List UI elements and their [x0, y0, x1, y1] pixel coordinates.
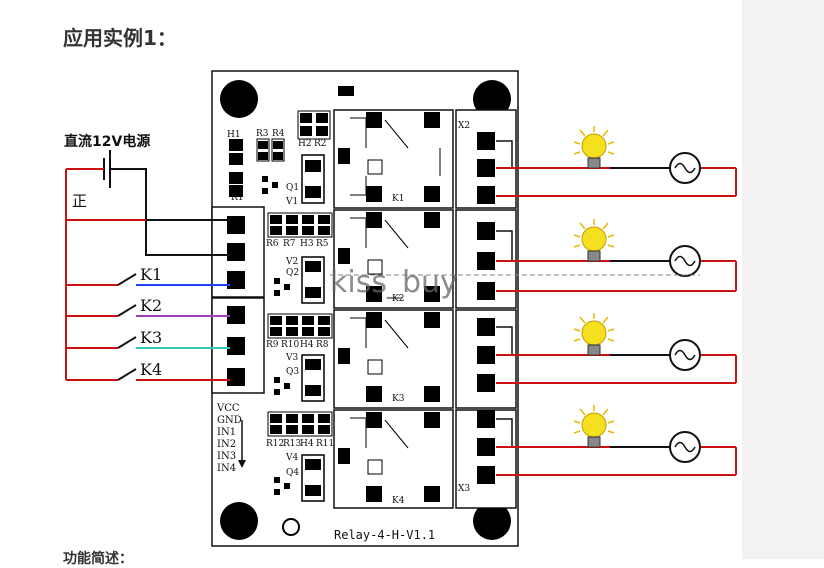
section-footer-text: 功能简述：: [63, 551, 133, 567]
label-v4: V4: [285, 453, 298, 463]
resistor-bank: [267, 313, 333, 339]
label-r5: R5: [316, 239, 329, 249]
label-q4: Q4: [286, 468, 299, 478]
label-r6: R6: [266, 239, 279, 249]
label-r11: R11: [316, 439, 334, 449]
light-bulb-icon: [573, 313, 615, 356]
pin-in2: IN2: [217, 439, 236, 450]
light-bulb-icon: [573, 219, 615, 262]
label-h3: H3: [300, 239, 314, 249]
label-v3: V3: [285, 353, 298, 363]
label-q2: Q2: [286, 268, 299, 278]
dc-power-wiring: [65, 150, 230, 381]
pin-gnd: GND: [217, 415, 242, 426]
ac-source-icon: [669, 339, 701, 371]
pin-in1: IN1: [217, 427, 236, 438]
label-v2: V2: [285, 257, 298, 267]
watermark-text: kiss_buy: [330, 265, 458, 300]
switch-label-k1: K1: [140, 265, 162, 284]
label-k2: K2: [392, 294, 404, 304]
mounting-hole: [473, 502, 511, 540]
label-v1: V1: [285, 197, 298, 207]
output-terminal: [455, 309, 517, 409]
board-name: Relay-4-H-V1.1: [334, 528, 435, 542]
pin-labels: VCC GND IN1 IN2 IN3 IN4: [216, 403, 242, 474]
label-k4: K4: [392, 496, 405, 506]
resistor-bank: [267, 212, 333, 238]
label-h4b: H4: [300, 439, 314, 449]
switch-k1: [117, 273, 230, 286]
board-silkscreen: H1 R3 R4 H2 R2 R1 Q1 V1 R6 R7 H3 R5 V2 Q…: [227, 121, 470, 506]
label-r3: R3: [256, 129, 269, 139]
switch-label-k2: K2: [140, 296, 162, 315]
page-gutter: [742, 0, 824, 559]
pin-in4: IN4: [217, 463, 236, 474]
switch-label-k3: K3: [140, 328, 162, 347]
label-r7: R7: [283, 239, 296, 249]
relay-k4: [333, 409, 454, 509]
label-r13: R13: [283, 439, 302, 449]
mounting-hole: [220, 502, 258, 540]
light-bulb-icon: [573, 405, 615, 448]
ac-source-icon: [669, 431, 701, 463]
relay-k3: [333, 309, 454, 409]
label-x2: X2: [458, 121, 470, 131]
label-r8: R8: [316, 340, 329, 350]
switch-k2: [117, 304, 230, 317]
label-k1: K1: [392, 194, 404, 204]
label-r4: R4: [272, 129, 285, 139]
label-x3: X3: [458, 484, 470, 494]
mounting-hole: [473, 80, 511, 118]
label-r9: R9: [266, 340, 279, 350]
output-terminal: [455, 109, 517, 209]
switch-label-k4: K4: [140, 360, 162, 379]
label-h2: H2: [298, 139, 312, 149]
resistor-bank: [267, 411, 333, 437]
relay-k1: [333, 109, 454, 209]
label-k3: K3: [392, 394, 405, 404]
light-bulb-icon: [573, 126, 615, 169]
ac-source-icon: [669, 245, 701, 277]
label-q1: Q1: [286, 183, 299, 193]
output-terminal: [455, 409, 517, 509]
label-q3: Q3: [286, 367, 299, 377]
polarity-label: 正: [72, 192, 87, 210]
label-h1: H1: [227, 130, 241, 140]
relay-k2: [333, 209, 454, 309]
switch-k4: [117, 368, 230, 381]
label-h4: H4: [300, 340, 314, 350]
pin-vcc: VCC: [216, 403, 240, 414]
output-terminal: [455, 209, 517, 309]
page-title: 应用实例1：: [63, 26, 177, 50]
mounting-hole: [220, 80, 258, 118]
small-hole: [282, 518, 300, 536]
label-r2: R2: [314, 139, 327, 149]
label-r12: R12: [266, 439, 284, 449]
switch-k3: [117, 336, 230, 349]
label-r1: R1: [231, 193, 244, 203]
pin-in3: IN3: [217, 451, 236, 462]
power-supply-label: 直流12V电源: [64, 133, 150, 150]
label-r10: R10: [281, 340, 300, 350]
ac-source-icon: [669, 152, 701, 184]
